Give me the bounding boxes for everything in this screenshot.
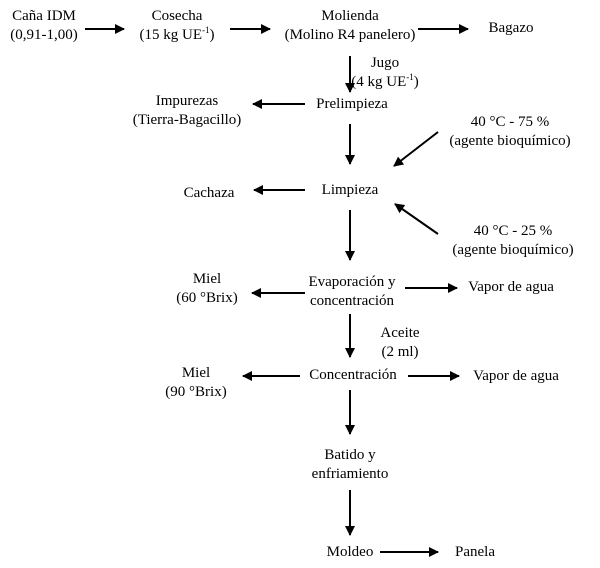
node-prelimpieza: Prelimpieza	[316, 95, 388, 114]
jugo-amount: (4 kg UE-1)	[351, 73, 419, 92]
cana-range: (0,91-1,00)	[10, 27, 78, 43]
node-evaporacion: Evaporación y concentración	[308, 273, 395, 311]
batido-line1: Batido y	[324, 447, 376, 463]
molienda-detail: (Molino R4 panelero)	[284, 27, 416, 43]
concentracion-name: Concentración	[309, 367, 397, 383]
cond-25-agent: (agente bioquímico)	[452, 242, 574, 258]
node-cosecha: Cosecha (15 kg UE-1)	[140, 7, 215, 45]
node-panela: Panela	[455, 543, 495, 562]
evaporacion-line1: Evaporación y	[308, 274, 396, 290]
evaporacion-line2: concentración	[309, 293, 395, 309]
node-molienda: Molienda (Molino R4 panelero)	[285, 7, 416, 45]
arrow-cond25-limpieza	[394, 203, 439, 235]
miel-60-brix: (60 °Brix)	[176, 290, 238, 306]
vapor-1-name: Vapor de agua	[468, 279, 554, 295]
node-cond-25: 40 °C - 25 % (agente bioquímico)	[452, 222, 573, 260]
cond-75-agent: (agente bioquímico)	[449, 133, 571, 149]
node-impurezas: Impurezas (Tierra-Bagacillo)	[133, 92, 242, 130]
cosecha-name: Cosecha	[151, 8, 203, 24]
moldeo-name: Moldeo	[326, 544, 374, 560]
impurezas-detail: (Tierra-Bagacillo)	[132, 112, 242, 128]
node-limpieza: Limpieza	[322, 181, 379, 200]
cosecha-amount-exp: -1	[202, 25, 210, 35]
limpieza-name: Limpieza	[321, 182, 379, 198]
jugo-amount-text: (4 kg UE	[351, 74, 407, 90]
panela-name: Panela	[455, 544, 495, 560]
node-cachaza: Cachaza	[184, 184, 235, 203]
impurezas-name: Impurezas	[155, 93, 219, 109]
aceite-name: Aceite	[380, 325, 420, 341]
node-aceite: Aceite (2 ml)	[380, 324, 419, 362]
cond-25-values: 40 °C - 25 %	[473, 223, 553, 239]
node-moldeo: Moldeo	[327, 543, 374, 562]
cond-75-values: 40 °C - 75 %	[470, 114, 550, 130]
node-miel-90: Miel (90 °Brix)	[165, 364, 226, 402]
node-cana: Caña IDM (0,91-1,00)	[10, 7, 78, 45]
miel-90-brix: (90 °Brix)	[165, 384, 227, 400]
cana-name: Caña IDM	[12, 8, 76, 24]
aceite-amount: (2 ml)	[381, 344, 419, 360]
bagazo-name: Bagazo	[488, 20, 534, 36]
jugo-name: Jugo	[370, 55, 400, 71]
node-vapor-1: Vapor de agua	[468, 278, 554, 297]
prelimpieza-name: Prelimpieza	[316, 96, 388, 112]
node-concentracion: Concentración	[309, 366, 396, 385]
node-jugo: Jugo (4 kg UE-1)	[351, 54, 419, 92]
node-cond-75: 40 °C - 75 % (agente bioquímico)	[449, 113, 570, 151]
cosecha-amount-text: (15 kg UE	[139, 27, 203, 43]
cachaza-name: Cachaza	[183, 185, 235, 201]
molienda-name: Molienda	[321, 8, 379, 24]
jugo-amount-exp: -1	[406, 72, 414, 82]
node-batido: Batido y enfriamiento	[312, 446, 389, 484]
cosecha-amount: (15 kg UE-1)	[140, 26, 215, 45]
node-bagazo: Bagazo	[489, 19, 534, 38]
vapor-2-name: Vapor de agua	[473, 368, 559, 384]
node-vapor-2: Vapor de agua	[473, 367, 559, 386]
node-miel-60: Miel (60 °Brix)	[176, 270, 237, 308]
miel-60-name: Miel	[192, 271, 222, 287]
batido-line2: enfriamiento	[311, 466, 389, 482]
jugo-amount-close: )	[413, 74, 419, 90]
cosecha-amount-close: )	[209, 27, 215, 43]
miel-90-name: Miel	[181, 365, 211, 381]
arrow-cond75-limpieza	[393, 131, 439, 167]
